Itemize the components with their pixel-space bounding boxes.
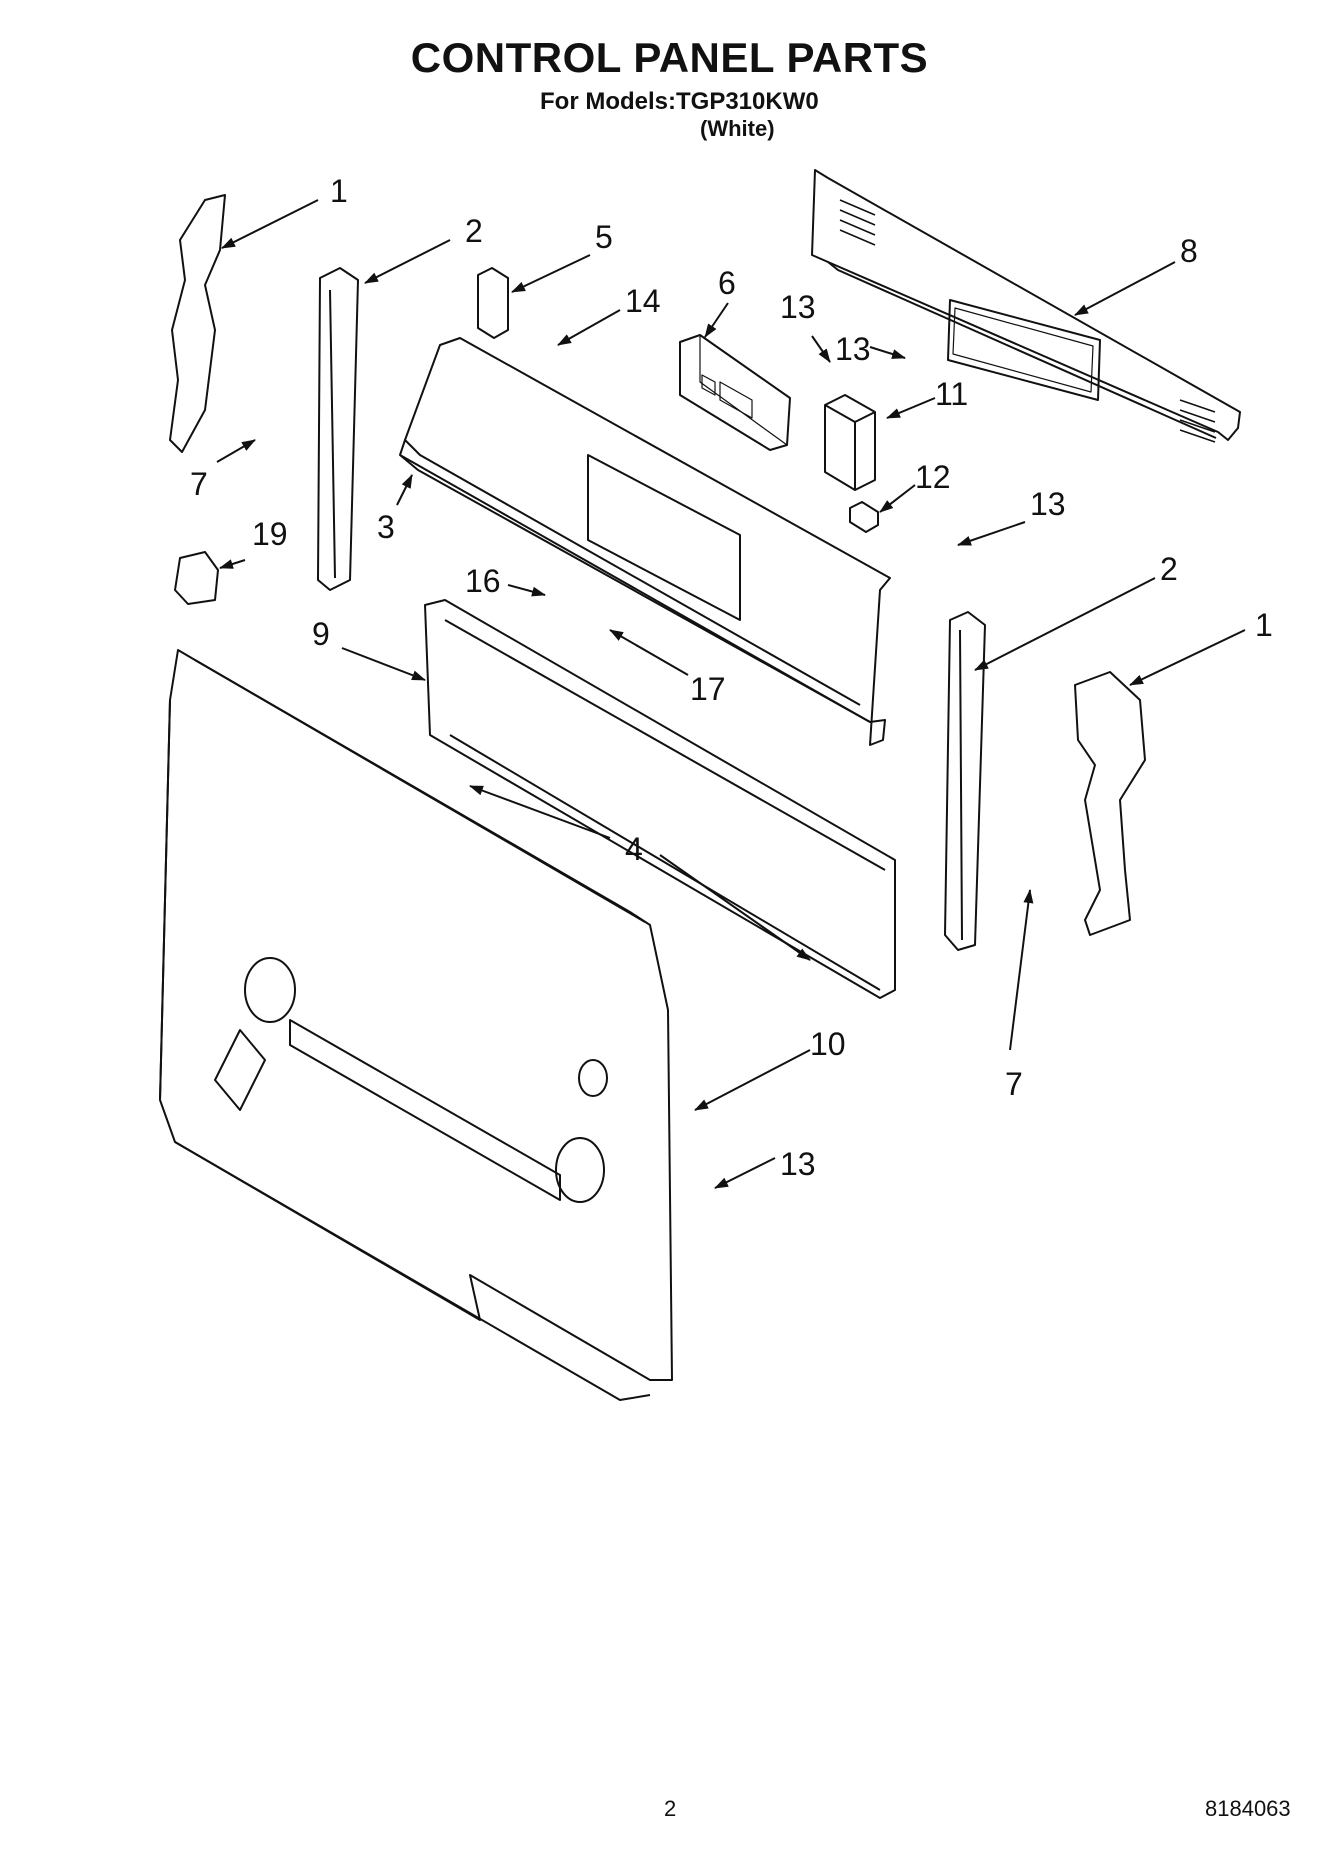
console-panel-part [399, 337, 891, 746]
page-number: 2 [664, 1796, 677, 1821]
document-number: 8184063 [1205, 1796, 1291, 1821]
side-bracket-left-part [317, 267, 359, 591]
callout-3: 3 [377, 509, 395, 545]
page-title: CONTROL PANEL PARTS [410, 34, 929, 81]
end-cap-left-part [169, 194, 226, 453]
callout-4: 4 [625, 831, 643, 867]
side-bracket-right-part [944, 611, 986, 951]
rear-panel-part [811, 169, 1241, 443]
clock-timer-part [679, 334, 791, 451]
callout-19: 19 [252, 516, 288, 552]
callout-7b: 7 [1005, 1066, 1023, 1102]
callout-11: 11 [935, 376, 968, 412]
trim-strip-part [424, 599, 896, 999]
callout-12: 12 [915, 459, 951, 495]
end-cap-right-part [1074, 671, 1146, 936]
callout-2a: 2 [465, 213, 483, 249]
callout-14: 14 [625, 283, 661, 319]
color-line: (White) [700, 116, 775, 141]
bracket-part [477, 267, 509, 339]
clip-part [174, 551, 219, 605]
callout-5: 5 [595, 219, 613, 255]
callout-7a: 7 [190, 466, 208, 502]
callout-6: 6 [718, 265, 736, 301]
callout-16: 16 [465, 563, 501, 599]
callout-13c: 13 [1030, 486, 1066, 522]
models-line: For Models:TGP310KW0 [540, 88, 819, 115]
callout-2b: 2 [1160, 551, 1178, 587]
callout-10: 10 [810, 1026, 846, 1062]
callout-13b: 13 [835, 331, 871, 367]
callout-1b: 1 [1255, 607, 1273, 643]
callout-13d: 13 [780, 1146, 816, 1182]
callout-17: 17 [690, 671, 726, 707]
connector-part [849, 501, 879, 533]
switch-part [824, 394, 876, 491]
callout-8: 8 [1180, 233, 1198, 269]
callout-1a: 1 [330, 173, 348, 209]
callout-9: 9 [312, 616, 330, 652]
back-panel-part [159, 649, 673, 1401]
callout-13a: 13 [780, 289, 816, 325]
